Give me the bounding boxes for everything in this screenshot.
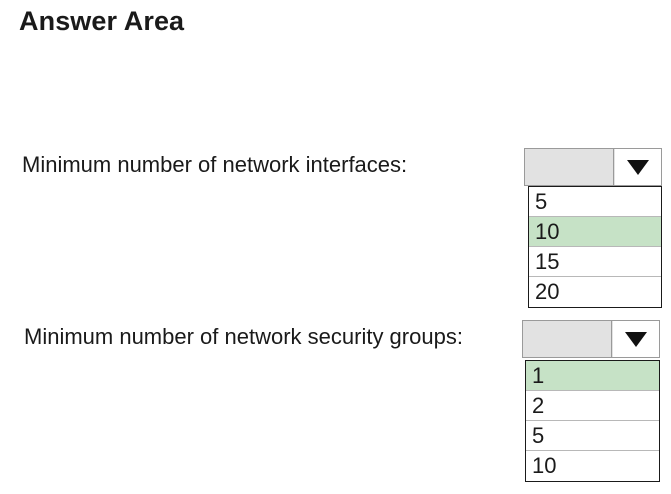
question-label-network-interfaces: Minimum number of network interfaces:	[22, 152, 408, 177]
network-security-groups-options: 1 2 5 10	[525, 360, 660, 482]
triangle-down-icon	[625, 332, 647, 347]
option-network-interfaces[interactable]: 15	[529, 247, 661, 277]
page-title: Answer Area	[19, 6, 185, 36]
network-interfaces-dropdown[interactable]	[524, 148, 662, 186]
option-network-security-groups[interactable]: 5	[526, 421, 659, 451]
dropdown-arrow-button[interactable]	[615, 149, 661, 185]
dropdown-value-field[interactable]	[523, 321, 612, 357]
option-network-interfaces[interactable]: 5	[529, 187, 661, 217]
option-network-interfaces[interactable]: 20	[535, 279, 560, 304]
triangle-down-icon	[627, 160, 649, 175]
dropdown-arrow-button[interactable]	[613, 321, 659, 357]
network-security-groups-dropdown[interactable]	[522, 320, 660, 358]
dropdown-value-field[interactable]	[525, 149, 614, 185]
question-label-network-security-groups: Minimum number of network security group…	[24, 324, 463, 349]
option-network-interfaces-selected[interactable]: 10	[529, 217, 661, 247]
option-network-security-groups[interactable]: 2	[526, 391, 659, 421]
option-network-security-groups-selected[interactable]: 1	[526, 361, 659, 391]
network-interfaces-options: 5 10 15 20	[528, 186, 662, 308]
option-network-security-groups[interactable]: 10	[532, 453, 557, 478]
